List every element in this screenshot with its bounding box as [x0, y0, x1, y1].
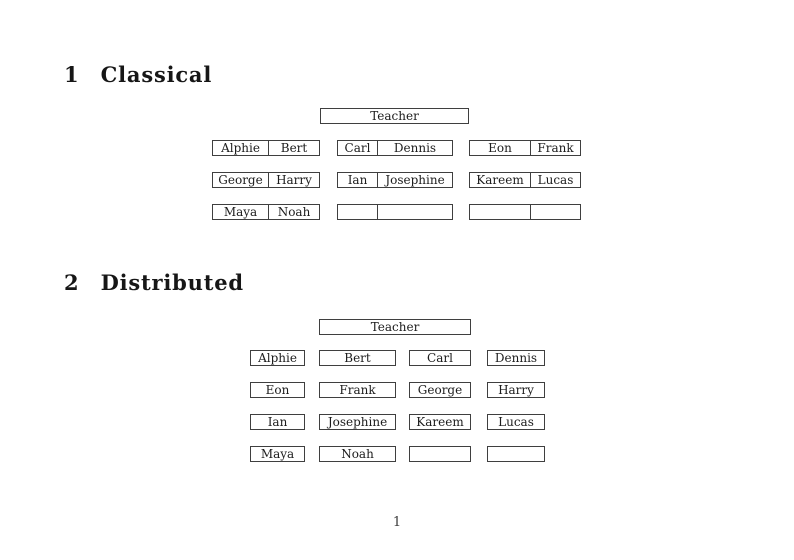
seat-name: Ian [267, 415, 288, 429]
desk: Ian [250, 414, 305, 430]
seat-name: Alphie [258, 351, 297, 365]
desk: Lucas [487, 414, 545, 430]
seat-name [470, 205, 531, 219]
section-heading-distributed: 2 Distributed [64, 272, 244, 293]
seat-name: Eon [265, 383, 290, 397]
seat-name [531, 205, 580, 219]
seat-name: Alphie [213, 141, 269, 155]
seat-name: Lucas [498, 415, 534, 429]
desk: Carl Dennis [337, 140, 453, 156]
seat-name: Noah [277, 205, 311, 219]
seat-name [378, 205, 452, 219]
teacher-box: Teacher [319, 319, 471, 335]
seat-name [488, 447, 544, 461]
desk: Frank [319, 382, 396, 398]
seat-name: Ian [338, 173, 378, 187]
seat-name [338, 205, 378, 219]
desk: Harry [487, 382, 545, 398]
seat-name: Eon [470, 141, 531, 155]
desk: Kareem [409, 414, 471, 430]
seat-name: Harry [276, 173, 312, 187]
seat-name: Kareem [470, 173, 531, 187]
desk: Kareem Lucas [469, 172, 581, 188]
seat-name: George [213, 173, 269, 187]
seat-name: George [417, 383, 463, 397]
section-number: 2 [64, 270, 79, 295]
section-title: Distributed [100, 270, 244, 295]
seat-name: Josephine [385, 173, 445, 187]
desk: Noah [319, 446, 396, 462]
seat-name: Dennis [494, 351, 538, 365]
teacher-box: Teacher [320, 108, 469, 124]
desk [409, 446, 471, 462]
desk: Carl [409, 350, 471, 366]
seat-name [410, 447, 470, 461]
desk [337, 204, 453, 220]
desk [487, 446, 545, 462]
desk: Bert [319, 350, 396, 366]
seat-name: Bert [344, 351, 371, 365]
seat-name: Bert [280, 141, 308, 155]
seat-name: Noah [341, 447, 374, 461]
desk [469, 204, 581, 220]
desk: Alphie [250, 350, 305, 366]
seat-name: Lucas [537, 173, 574, 187]
section-number: 1 [64, 62, 79, 87]
seat-name: Harry [498, 383, 534, 397]
seat-name: Frank [537, 141, 574, 155]
seat-name: Maya [260, 447, 295, 461]
desk: Maya [250, 446, 305, 462]
seat-name: Dennis [393, 141, 437, 155]
seat-name: Carl [338, 141, 378, 155]
seat-name: Maya [213, 205, 269, 219]
desk: Eon Frank [469, 140, 581, 156]
desk: Alphie Bert [212, 140, 320, 156]
desk: Maya Noah [212, 204, 320, 220]
teacher-label: Teacher [370, 109, 419, 123]
seat-name: Frank [339, 383, 376, 397]
desk: George Harry [212, 172, 320, 188]
desk: George [409, 382, 471, 398]
seat-name: Josephine [327, 415, 388, 429]
desk: Eon [250, 382, 305, 398]
page-number: 1 [392, 515, 402, 530]
desk: Josephine [319, 414, 396, 430]
desk: Ian Josephine [337, 172, 453, 188]
section-title: Classical [100, 62, 213, 87]
teacher-label: Teacher [370, 320, 420, 334]
seat-name: Kareem [416, 415, 464, 429]
section-heading-classical: 1 Classical [64, 64, 212, 85]
seat-name: Carl [427, 351, 453, 365]
desk: Dennis [487, 350, 545, 366]
